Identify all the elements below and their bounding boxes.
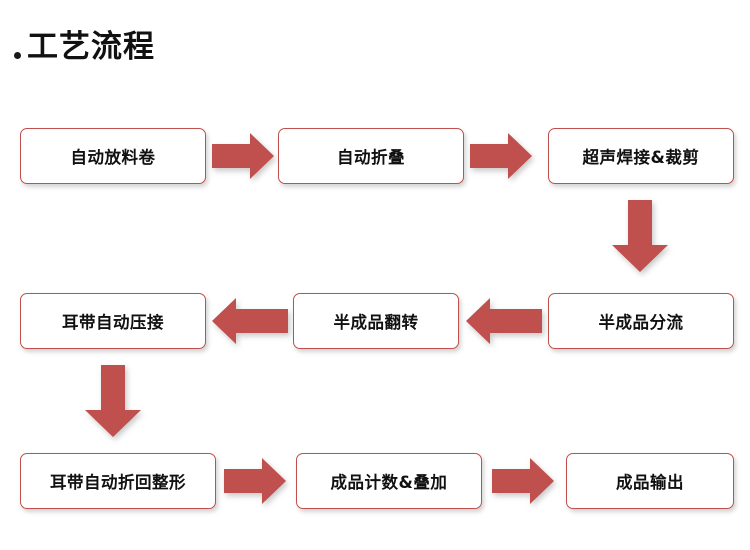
- flow-node-label: 半成品翻转: [333, 313, 419, 332]
- flow-node-n6[interactable]: 耳带自动压接: [20, 293, 206, 349]
- flow-arrow-a6-down-icon: [85, 365, 141, 437]
- flow-node-n9[interactable]: 成品输出: [566, 453, 734, 509]
- flow-node-n1[interactable]: 自动放料卷: [20, 128, 206, 184]
- page-title-text: 工艺流程: [27, 29, 155, 65]
- flow-arrow-a8-right-icon: [492, 458, 554, 504]
- page-title: 工艺流程: [14, 32, 155, 63]
- flow-node-label: 半成品分流: [598, 313, 684, 332]
- flow-node-label: 成品输出: [616, 473, 684, 492]
- flow-node-n5[interactable]: 半成品翻转: [293, 293, 459, 349]
- flow-node-label: 自动放料卷: [70, 148, 156, 167]
- flow-node-n7[interactable]: 耳带自动折回整形: [20, 453, 216, 509]
- bullet-dot-icon: [14, 52, 21, 59]
- flow-arrow-a4-left-icon: [466, 298, 542, 344]
- flow-arrow-a7-right-icon: [224, 458, 286, 504]
- flow-arrow-a1-right-icon: [212, 133, 274, 179]
- flow-node-label: 自动折叠: [337, 148, 405, 167]
- flow-node-n8[interactable]: 成品计数&叠加: [296, 453, 482, 509]
- flow-arrow-a5-left-icon: [212, 298, 288, 344]
- flow-node-label: 成品计数&叠加: [330, 473, 448, 492]
- flow-arrow-a3-down-icon: [612, 200, 668, 272]
- flow-arrow-a2-right-icon: [470, 133, 532, 179]
- flow-node-label: 耳带自动压接: [62, 313, 164, 332]
- flow-node-n4[interactable]: 半成品分流: [548, 293, 734, 349]
- flow-node-label: 超声焊接&裁剪: [582, 148, 700, 167]
- flow-node-label: 耳带自动折回整形: [50, 473, 186, 492]
- flow-node-n3[interactable]: 超声焊接&裁剪: [548, 128, 734, 184]
- flow-node-n2[interactable]: 自动折叠: [278, 128, 464, 184]
